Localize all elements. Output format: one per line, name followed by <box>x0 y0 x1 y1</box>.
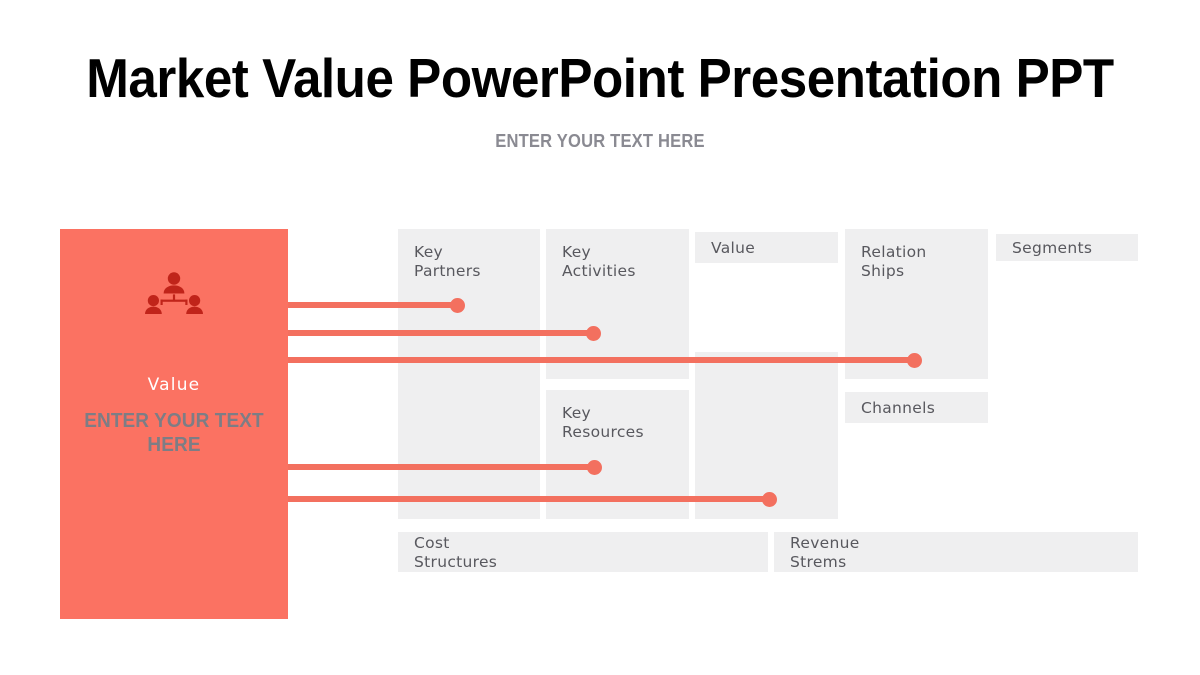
canvas-box-cost-structures[interactable] <box>398 532 768 572</box>
connector-to-key-resources-dot <box>587 459 602 475</box>
canvas-box-label-channels: Channels <box>861 399 936 417</box>
canvas-box-label-revenue-streams: Revenue Strems <box>790 534 860 571</box>
canvas-box-label-key-partners: Key Partners <box>414 243 481 280</box>
connector-to-relation-ships <box>288 357 917 363</box>
canvas-box-key-activities[interactable] <box>546 229 689 379</box>
connector-to-key-activities-dot <box>586 325 601 341</box>
value-panel-subtitle: ENTER YOUR TEXT HERE <box>84 410 264 456</box>
canvas-box-label-value-header: Value <box>711 239 756 257</box>
canvas-box-value-body[interactable] <box>695 352 838 519</box>
value-panel-title: Value <box>147 375 201 395</box>
canvas-box-channels[interactable] <box>845 392 988 423</box>
connector-to-key-activities <box>288 330 596 336</box>
connector-to-relation-ships-dot <box>907 352 922 368</box>
canvas-box-label-key-activities: Key Activities <box>562 243 636 280</box>
connector-to-value-body <box>288 496 772 502</box>
connector-to-key-resources <box>288 464 597 470</box>
connector-to-key-partners <box>288 302 460 308</box>
connector-to-value-body-dot <box>762 491 777 507</box>
canvas-box-segments[interactable] <box>996 234 1138 261</box>
canvas-box-label-relation-ships: Relation Ships <box>861 243 927 280</box>
canvas-box-label-segments: Segments <box>1012 239 1093 257</box>
canvas-box-label-cost-structures: Cost Structures <box>414 534 498 571</box>
group-people-icon <box>60 271 288 317</box>
canvas-box-key-partners[interactable] <box>398 229 540 519</box>
canvas-box-label-key-resources: Key Resources <box>562 404 644 441</box>
canvas-box-value-header[interactable] <box>695 232 838 263</box>
canvas-box-revenue-streams[interactable] <box>774 532 1138 572</box>
page-subtitle: ENTER YOUR TEXT HERE <box>495 131 705 151</box>
value-panel[interactable]: Value ENTER YOUR TEXT HERE <box>60 229 288 619</box>
page-title: Market Value PowerPoint Presentation PPT <box>86 47 1114 109</box>
connector-to-key-partners-dot <box>450 297 465 313</box>
